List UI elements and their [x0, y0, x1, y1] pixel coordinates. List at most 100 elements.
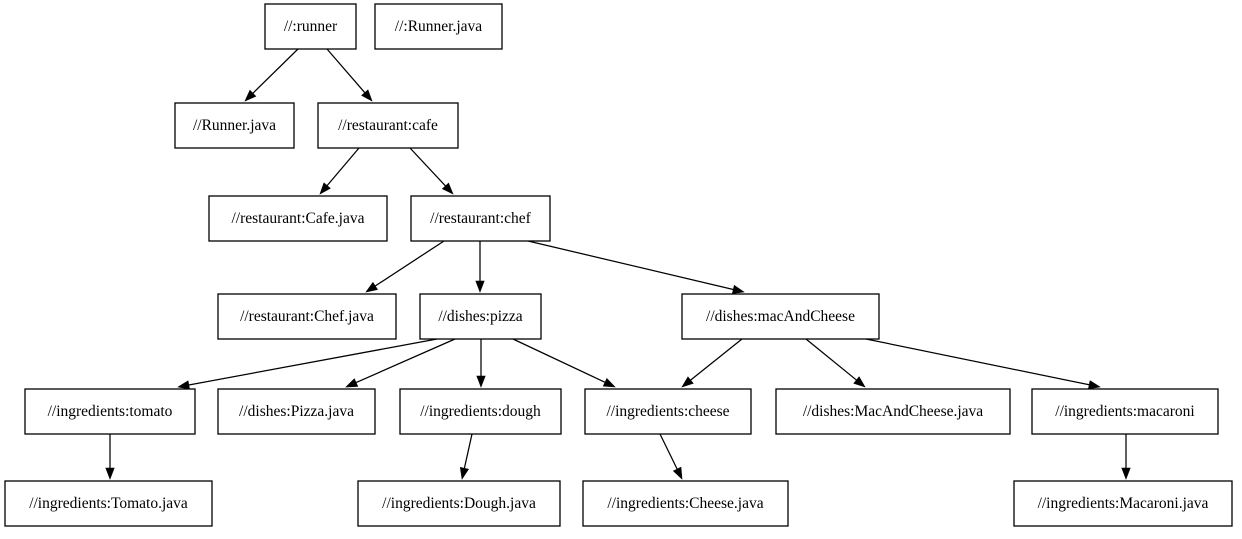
- edge-arrowhead-icon: [319, 182, 331, 195]
- edge-line: [188, 338, 438, 386]
- graph-edge: [326, 48, 373, 102]
- edge-line: [463, 433, 473, 469]
- node-box[interactable]: [174, 102, 295, 149]
- node-label: //ingredients:cheese: [606, 403, 729, 420]
- graph-edge: [527, 240, 745, 294]
- graph-edge: [459, 433, 473, 480]
- edge-line: [865, 338, 1090, 386]
- node-label: //restaurant:cafe: [338, 117, 438, 134]
- graph-edge: [805, 338, 866, 388]
- graph-node-runner_java[interactable]: //Runner.java: [174, 102, 295, 149]
- edge-arrowhead-icon: [244, 89, 257, 102]
- edge-line: [512, 338, 606, 383]
- graph-node-chef_java[interactable]: //restaurant:Chef.java: [217, 293, 397, 340]
- graph-node-cheese_java[interactable]: //ingredients:Cheese.java: [582, 480, 789, 527]
- graph-node-runner[interactable]: //:runner: [264, 3, 357, 50]
- node-label: //dishes:MacAndCheese.java: [803, 403, 983, 420]
- edge-arrowhead-icon: [177, 380, 190, 390]
- nodes-layer: //:runner //:Runner.java //Runner.java //re…: [4, 3, 1233, 527]
- node-box[interactable]: [419, 293, 542, 340]
- node-label: //restaurant:Cafe.java: [232, 210, 365, 227]
- node-box[interactable]: [1031, 388, 1219, 435]
- graph-node-tomato_java[interactable]: //ingredients:Tomato.java: [4, 480, 213, 527]
- graph-edge: [409, 147, 454, 195]
- graph-edge: [105, 434, 115, 480]
- node-box[interactable]: [357, 480, 561, 527]
- node-box[interactable]: [374, 3, 503, 50]
- graph-node-ing_dough[interactable]: //ingredients:dough: [399, 388, 562, 435]
- node-box[interactable]: [399, 388, 562, 435]
- edge-line: [690, 338, 743, 381]
- edge-arrowhead-icon: [731, 284, 745, 294]
- graph-edge: [177, 338, 438, 390]
- graph-node-runner_java_root[interactable]: //:Runner.java: [374, 3, 503, 50]
- edge-arrowhead-icon: [361, 89, 373, 102]
- graph-node-dishes_mac[interactable]: //dishes:macAndCheese: [681, 293, 880, 340]
- edge-arrowhead-icon: [441, 182, 454, 195]
- node-label: //restaurant:chef: [430, 210, 532, 227]
- graph-node-cafe_java[interactable]: //restaurant:Cafe.java: [208, 195, 388, 242]
- graph-edge: [865, 338, 1101, 390]
- node-label: //ingredients:Dough.java: [382, 495, 536, 512]
- edge-line: [527, 240, 734, 291]
- edge-arrowhead-icon: [365, 281, 378, 293]
- graph-node-ing_macaroni[interactable]: //ingredients:macaroni: [1031, 388, 1219, 435]
- graph-edge: [512, 338, 616, 388]
- node-label: //ingredients:tomato: [48, 403, 173, 420]
- edge-arrowhead-icon: [853, 376, 866, 388]
- node-label: //ingredients:Cheese.java: [607, 495, 763, 512]
- edge-arrowhead-icon: [475, 280, 485, 293]
- edge-line: [805, 338, 857, 381]
- graph-node-pizza_java[interactable]: //dishes:Pizza.java: [217, 388, 376, 435]
- graph-edge: [244, 48, 299, 102]
- node-label: //ingredients:Macaroni.java: [1038, 495, 1209, 512]
- node-box[interactable]: [264, 3, 357, 50]
- node-box[interactable]: [582, 480, 789, 527]
- node-box[interactable]: [208, 195, 388, 242]
- graph-edge: [1121, 434, 1131, 480]
- edge-arrowhead-icon: [1087, 380, 1101, 390]
- graph-node-ing_cheese[interactable]: //ingredients:cheese: [584, 388, 752, 435]
- graph-node-dishes_pizza[interactable]: //dishes:pizza: [419, 293, 542, 340]
- edge-arrowhead-icon: [459, 466, 469, 480]
- node-label: //ingredients:Tomato.java: [29, 495, 188, 512]
- edge-arrowhead-icon: [476, 375, 486, 388]
- edge-line: [659, 433, 678, 470]
- node-label: //Runner.java: [193, 117, 276, 134]
- node-box[interactable]: [584, 388, 752, 435]
- node-box[interactable]: [217, 388, 376, 435]
- graph-edge: [345, 338, 456, 388]
- graph-node-restaurant_chef[interactable]: //restaurant:chef: [410, 195, 551, 242]
- node-box[interactable]: [317, 102, 459, 149]
- node-label: //dishes:macAndCheese: [706, 308, 855, 325]
- node-box[interactable]: [24, 388, 196, 435]
- node-box[interactable]: [1013, 480, 1233, 527]
- edge-arrowhead-icon: [681, 376, 694, 388]
- node-label: //:runner: [284, 18, 338, 35]
- node-label: //ingredients:macaroni: [1055, 403, 1195, 420]
- graph-edge: [681, 338, 743, 388]
- node-box[interactable]: [775, 388, 1011, 435]
- graph-node-dough_java[interactable]: //ingredients:Dough.java: [357, 480, 561, 527]
- edge-line: [409, 147, 446, 187]
- edge-line: [326, 147, 360, 187]
- node-box[interactable]: [410, 195, 551, 242]
- edge-arrowhead-icon: [105, 467, 115, 480]
- graph-node-ing_tomato[interactable]: //ingredients:tomato: [24, 388, 196, 435]
- edge-arrowhead-icon: [602, 377, 616, 388]
- node-label: //dishes:Pizza.java: [239, 403, 354, 420]
- edge-arrowhead-icon: [1121, 467, 1131, 480]
- graph-node-restaurant_cafe[interactable]: //restaurant:cafe: [317, 102, 459, 149]
- edge-arrowhead-icon: [672, 466, 683, 480]
- node-box[interactable]: [681, 293, 880, 340]
- graph-edge: [365, 240, 445, 293]
- graph-node-mac_java[interactable]: //dishes:MacAndCheese.java: [775, 388, 1011, 435]
- node-box[interactable]: [4, 480, 213, 527]
- edges-layer: [105, 48, 1131, 480]
- graph-edge: [319, 147, 360, 195]
- node-label: //dishes:pizza: [438, 308, 522, 325]
- edge-line: [355, 338, 456, 384]
- node-box[interactable]: [217, 293, 397, 340]
- graph-node-macaroni_java[interactable]: //ingredients:Macaroni.java: [1013, 480, 1233, 527]
